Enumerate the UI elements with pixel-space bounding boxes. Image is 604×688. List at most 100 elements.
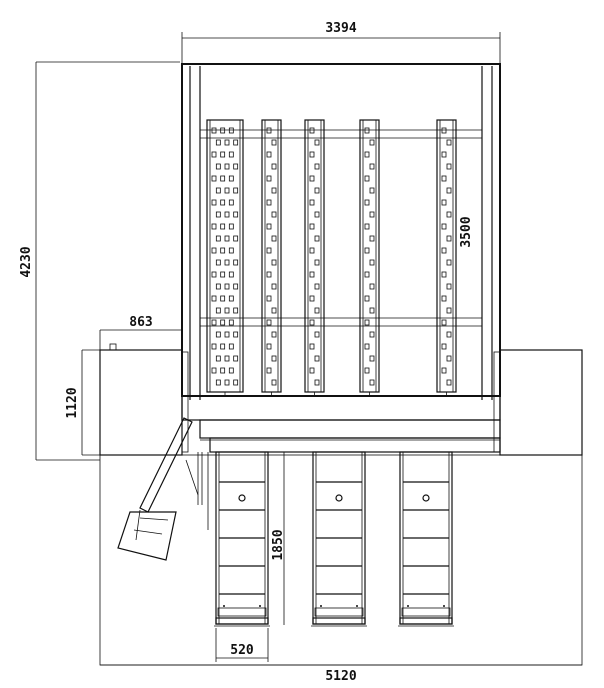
shelf-hole	[446, 139, 452, 146]
shelf-hole	[233, 355, 239, 362]
shelf-hole	[215, 307, 221, 314]
shelf-hole	[314, 283, 320, 290]
shelf-hole	[271, 139, 277, 146]
shelf-hole	[364, 175, 370, 182]
shelf-hole	[441, 199, 447, 206]
shelf-hole	[220, 247, 226, 254]
shelf-hole	[211, 295, 217, 302]
shelf-hole	[446, 259, 452, 266]
shelf-hole	[228, 319, 234, 326]
shelf-hole	[314, 259, 320, 266]
right-side-unit	[493, 349, 583, 456]
shelf-hole	[369, 331, 375, 338]
shelf-hole	[266, 247, 272, 254]
shelf-hole	[228, 343, 234, 350]
shelf-hole	[215, 139, 221, 146]
shelf-hole	[441, 343, 447, 350]
dim-label-1120: 1120	[65, 387, 80, 418]
shelf-hole	[228, 127, 234, 134]
shelf-hole	[441, 271, 447, 278]
shelf-hole	[369, 163, 375, 170]
shelf-5	[436, 119, 457, 396]
shelf-hole	[364, 151, 370, 158]
main-frame	[181, 63, 501, 453]
shelf-hole	[220, 175, 226, 182]
outer-envelope	[99, 454, 583, 666]
shelf-hole	[228, 199, 234, 206]
shelf-hole	[446, 355, 452, 362]
shelf-hole	[441, 367, 447, 374]
shelf-hole	[215, 379, 221, 386]
shelf-hole	[309, 271, 315, 278]
dim-ramp-length: 1850	[271, 452, 286, 625]
shelf-hole	[314, 187, 320, 194]
shelf-hole	[215, 355, 221, 362]
shelf-hole	[369, 379, 375, 386]
shelf-hole	[441, 127, 447, 134]
shelf-hole	[271, 331, 277, 338]
shelf-3	[304, 119, 325, 396]
shelf-hole	[215, 211, 221, 218]
dim-label-1850: 1850	[271, 529, 286, 560]
shelf-hole	[211, 199, 217, 206]
shelf-hole	[271, 283, 277, 290]
shelf-hole	[271, 259, 277, 266]
dim-label-3500: 3500	[459, 216, 474, 247]
shelf-hole	[309, 367, 315, 374]
shelf-hole	[224, 187, 230, 194]
shelf-hole	[364, 367, 370, 374]
shelf-hole	[369, 211, 375, 218]
shelf-hole	[220, 367, 226, 374]
shelf-hole	[220, 127, 226, 134]
shelf-hole	[369, 235, 375, 242]
dim-side-unit-height: 1120	[65, 349, 100, 456]
shelf-hole	[364, 295, 370, 302]
dim-label-4230: 4230	[19, 246, 34, 277]
shelf-hole	[215, 235, 221, 242]
shelf-hole	[224, 331, 230, 338]
shelf-hole	[224, 139, 230, 146]
shelf-hole	[364, 319, 370, 326]
shelf-hole	[211, 151, 217, 158]
shelf-hole	[369, 187, 375, 194]
shelf-hole	[233, 187, 239, 194]
shelf-hole	[220, 199, 226, 206]
shelf-hole	[266, 343, 272, 350]
shelf-hole	[211, 367, 217, 374]
shelf-hole	[224, 163, 230, 170]
ramps	[214, 451, 454, 627]
dim-label-520: 520	[230, 643, 254, 658]
shelf-hole	[314, 331, 320, 338]
shelf-hole	[215, 163, 221, 170]
shelf-hole	[266, 319, 272, 326]
shelf-hole	[220, 295, 226, 302]
shelf-hole	[228, 247, 234, 254]
shelf-hole	[364, 271, 370, 278]
shelf-hole	[224, 235, 230, 242]
shelf-hole	[224, 283, 230, 290]
ramp-pin	[335, 494, 343, 502]
shelf-hole	[233, 235, 239, 242]
ramp-3	[398, 451, 454, 627]
shelf-4	[359, 119, 380, 396]
ramp-pin	[422, 494, 430, 502]
shelf-hole	[446, 187, 452, 194]
shelf-hole	[369, 259, 375, 266]
shelf-hole	[446, 379, 452, 386]
shelf-hole	[215, 331, 221, 338]
shelf-hole	[446, 283, 452, 290]
dim-label-863: 863	[129, 315, 152, 330]
shelf-hole	[224, 379, 230, 386]
dim-ramp-width: 520	[215, 628, 269, 662]
shelf-hole	[446, 235, 452, 242]
ramp-pin	[238, 494, 246, 502]
shelf-hole	[211, 223, 217, 230]
shelf-hole	[220, 223, 226, 230]
shelf-hole	[369, 355, 375, 362]
shelf-hole	[211, 319, 217, 326]
shelf-hole	[309, 127, 315, 134]
shelf-hole	[309, 319, 315, 326]
shelf-hole	[215, 259, 221, 266]
shelf-hole	[271, 379, 277, 386]
shelf-hole	[271, 163, 277, 170]
